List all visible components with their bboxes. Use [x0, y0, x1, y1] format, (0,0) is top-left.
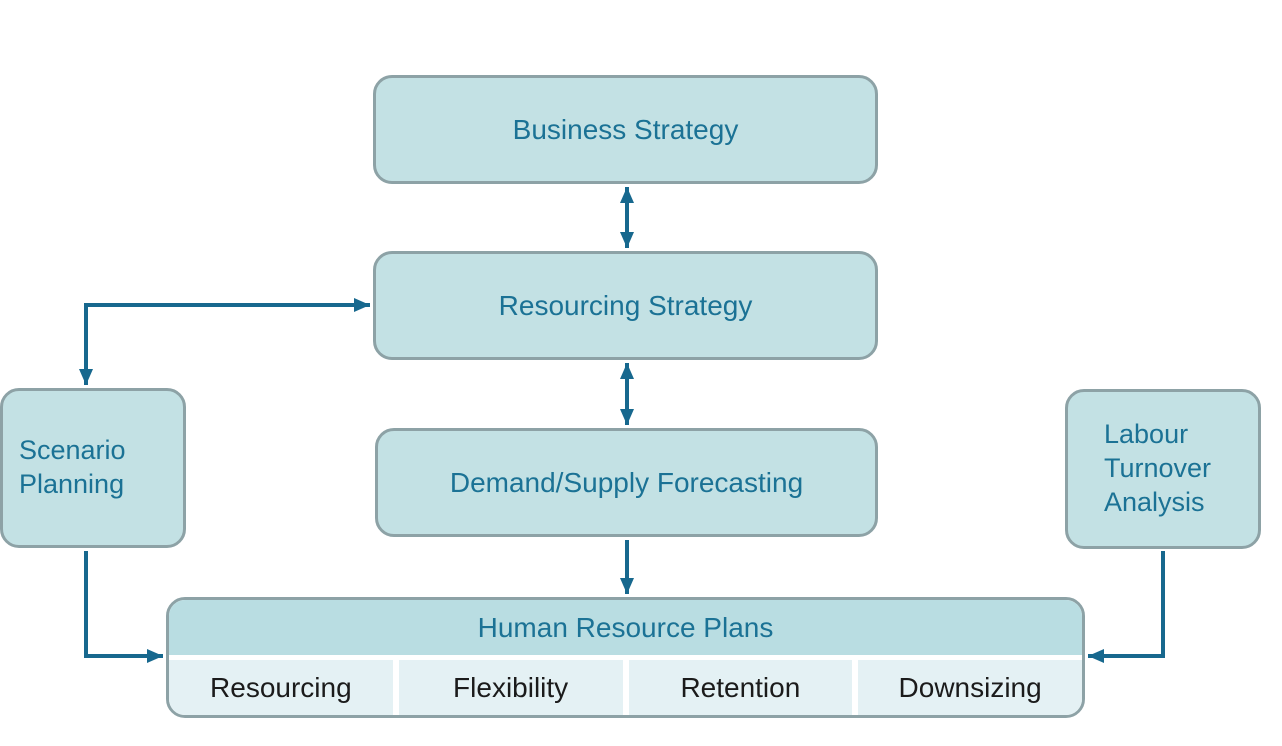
node-scenario-planning: Scenario Planning — [0, 388, 186, 548]
node-scenario-planning-label: Scenario Planning — [19, 435, 126, 499]
connector-resourcing-scenario — [79, 298, 370, 385]
hrp-cell-resourcing: Resourcing — [169, 660, 393, 715]
node-labour-turnover-analysis: Labour Turnover Analysis — [1065, 389, 1261, 549]
human-resource-plans-label: Human Resource Plans — [477, 611, 774, 643]
node-business-strategy-label: Business Strategy — [512, 113, 739, 145]
human-resource-plans-cells: Resourcing Flexibility Retention Downsiz… — [169, 660, 1082, 715]
hrp-cell-downsizing: Downsizing — [858, 660, 1082, 715]
node-labour-turnover-analysis-label: Labour Turnover Analysis — [1104, 419, 1212, 517]
node-human-resource-plans: Human Resource Plans Resourcing Flexibil… — [166, 597, 1085, 718]
hrp-cell-flexibility: Flexibility — [398, 660, 623, 715]
human-resource-plans-header: Human Resource Plans — [169, 600, 1082, 655]
node-demand-supply-forecasting-label: Demand/Supply Forecasting — [449, 466, 804, 498]
hrp-cell-retention: Retention — [628, 660, 853, 715]
connector-labour-hrplans — [1088, 551, 1165, 663]
connector-scenario-hrplans — [84, 551, 163, 663]
node-resourcing-strategy: Resourcing Strategy — [373, 251, 878, 360]
node-demand-supply-forecasting: Demand/Supply Forecasting — [375, 428, 878, 537]
node-business-strategy: Business Strategy — [373, 75, 878, 184]
node-resourcing-strategy-label: Resourcing Strategy — [498, 289, 753, 321]
